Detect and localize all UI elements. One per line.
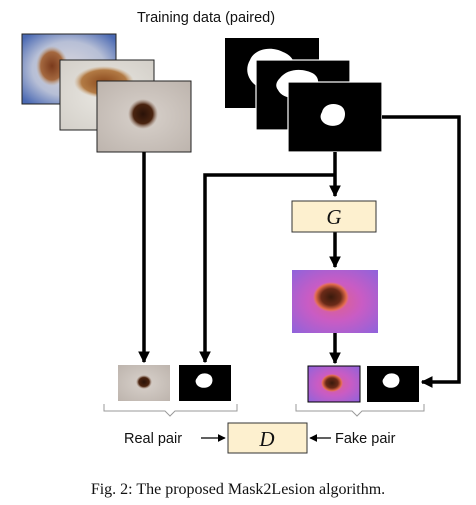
discriminator-block: D — [227, 422, 308, 454]
generated-image — [292, 270, 378, 333]
fake-pair-label: Fake pair — [335, 431, 396, 447]
mask-image-stack — [225, 38, 383, 153]
real-pair-image — [118, 365, 170, 401]
fake-pair — [307, 365, 419, 403]
discriminator-label: D — [258, 427, 274, 451]
figure-caption-text: The proposed Mask2Lesion algorithm. — [136, 481, 385, 498]
mask-image-3 — [287, 81, 383, 153]
generator-label: G — [326, 205, 341, 229]
real-pair-mask — [179, 365, 231, 401]
fake-pair-image — [307, 365, 361, 403]
fake-pair-brace — [295, 404, 425, 417]
figure-caption: Fig. 2: The proposed Mask2Lesion algorit… — [91, 481, 385, 498]
fake-pair-mask — [367, 366, 419, 402]
figure-caption-prefix: Fig. 2: — [91, 481, 133, 498]
real-pair-brace — [103, 404, 238, 417]
training-data-label: Training data (paired) — [137, 10, 275, 26]
dermoscopy-image-3 — [96, 80, 192, 153]
flow-arrows — [138, 115, 461, 388]
arrow-mask-to-real-pair — [199, 173, 335, 364]
generator-block: G — [291, 200, 377, 233]
real-pair — [118, 365, 231, 401]
arrow-mask-to-fake-pair — [382, 115, 461, 388]
real-pair-label: Real pair — [124, 431, 182, 447]
dermoscopy-image-stack — [21, 33, 192, 153]
